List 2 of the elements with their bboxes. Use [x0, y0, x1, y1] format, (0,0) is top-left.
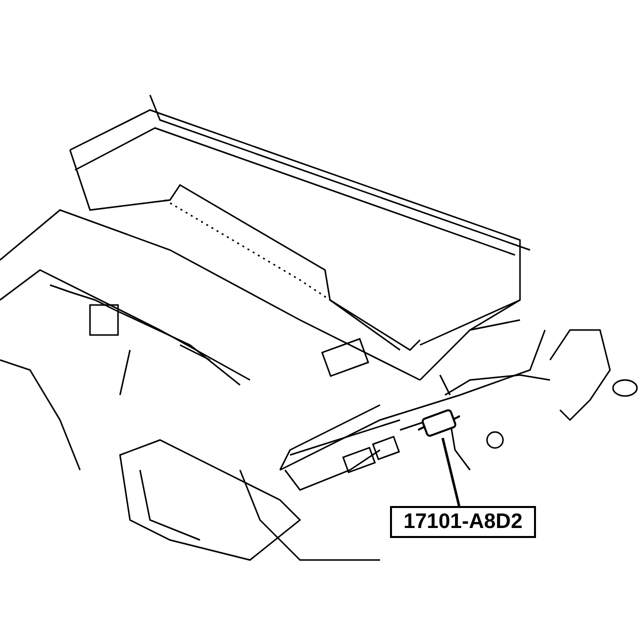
part-number-label: 17101-A8D2	[403, 510, 523, 534]
leader-line	[441, 438, 460, 506]
